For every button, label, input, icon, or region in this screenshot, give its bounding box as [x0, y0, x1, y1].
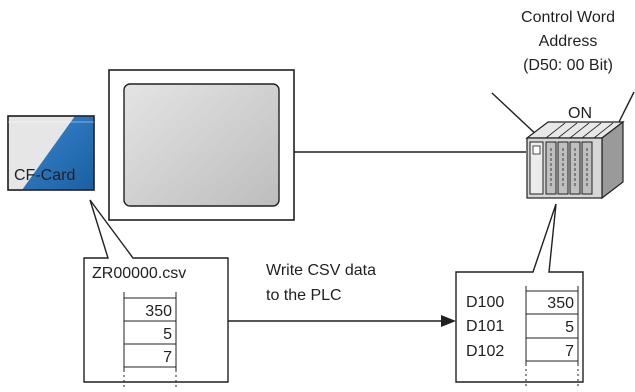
on-label: ON [568, 105, 592, 122]
write-arrow-head [441, 315, 456, 327]
control-word-pointer-left [491, 92, 541, 139]
plc-unit [525, 120, 625, 200]
plc-value-2: 5 [565, 319, 574, 336]
csv-value-3: 7 [163, 349, 172, 366]
plc-register-table: D100 D101 D102 350 5 7 [466, 286, 579, 386]
control-word-label-line3: (D50: 00 Bit) [523, 57, 613, 74]
plc-value-1: 350 [547, 295, 574, 312]
csv-value-2: 5 [163, 326, 172, 343]
plc-address-2: D101 [466, 318, 504, 335]
plc-address-3: D102 [466, 343, 504, 360]
csv-value-table: 350 5 7 [123, 292, 177, 388]
write-label-line1: Write CSV data [266, 262, 376, 279]
plc-value-3: 7 [565, 343, 574, 360]
csv-filename: ZR00000.csv [92, 265, 186, 282]
control-word-label-line1: Control Word [521, 9, 615, 26]
control-word-label-line2: Address [539, 33, 598, 50]
plc-address-1: D100 [466, 294, 504, 311]
write-label-line2: to the PLC [266, 287, 342, 304]
cf-card-label: CF-Card [14, 167, 75, 184]
display-unit [108, 69, 295, 221]
csv-callout [83, 199, 229, 383]
csv-value-1: 350 [145, 303, 172, 320]
cf-card-icon: CF-Card [7, 115, 95, 191]
